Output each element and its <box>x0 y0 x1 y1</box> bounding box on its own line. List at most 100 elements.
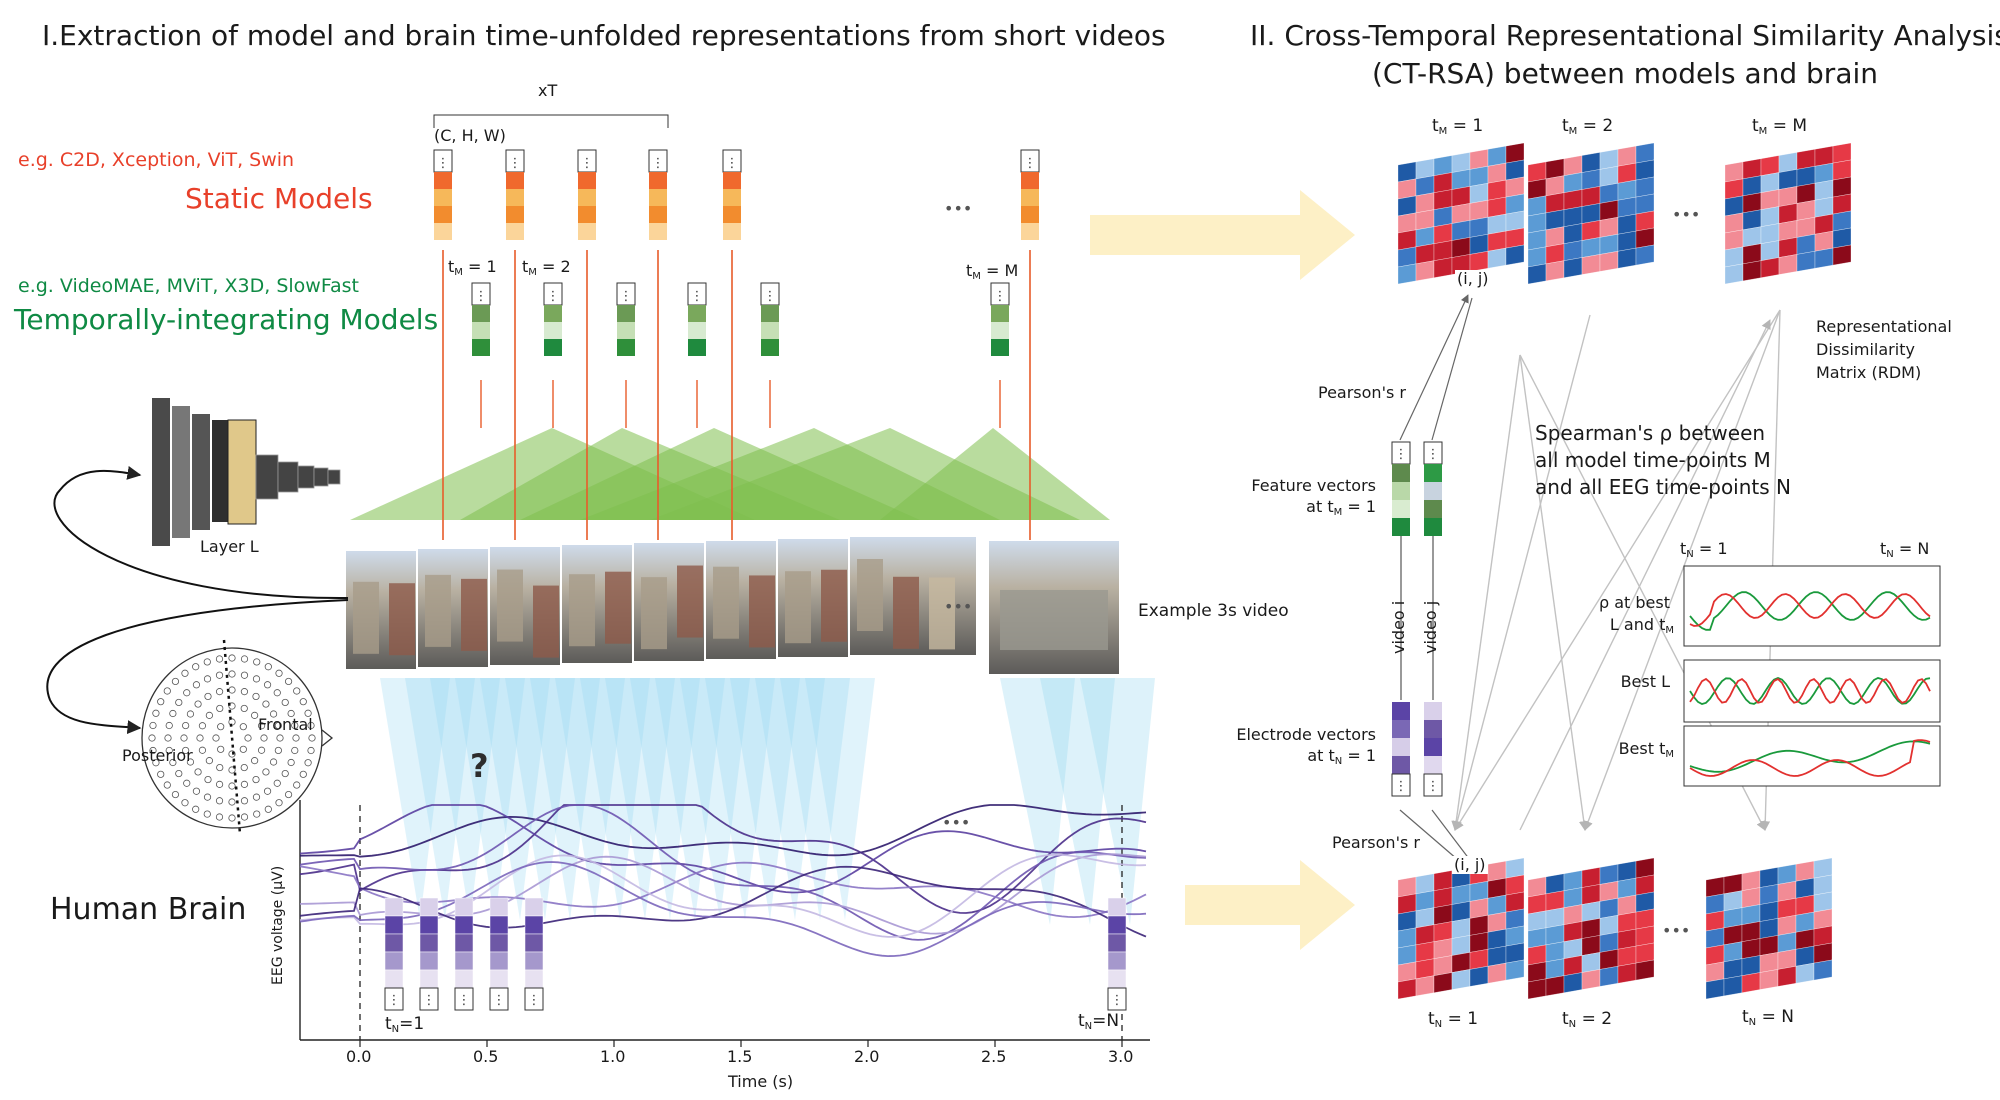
electrode-dot <box>182 721 190 730</box>
rdm-cell <box>1563 904 1583 925</box>
rdm-cell <box>1487 928 1507 950</box>
rdm-bottom-label-n: tN = N <box>1742 1007 1794 1028</box>
electrode-dot <box>216 763 224 772</box>
electrode-dot <box>240 671 249 679</box>
rdm-cell <box>1527 893 1547 915</box>
rdm-cell <box>1760 240 1780 261</box>
pearson-label-bottom: Pearson's r <box>1332 833 1420 852</box>
stack-cell <box>688 322 706 339</box>
rdm-cell <box>1777 949 1797 970</box>
rdm-cell <box>1795 911 1815 933</box>
rdm-cell <box>1742 209 1762 231</box>
rdm-cell <box>1742 158 1762 180</box>
human-brain-title: Human Brain <box>50 892 247 927</box>
rdm-cell <box>1599 183 1619 204</box>
rdm-cell <box>1760 257 1780 278</box>
rdm-cell <box>1433 172 1453 193</box>
rdm-cell <box>1742 175 1762 197</box>
rdm-cell <box>1527 927 1547 949</box>
electrode-dot <box>169 709 177 718</box>
small-layer <box>255 454 279 500</box>
ev-cell <box>1392 738 1410 756</box>
electrode-dot <box>228 814 236 822</box>
rdm-cell <box>1813 874 1833 896</box>
rdm-cell <box>1545 873 1565 895</box>
eeg-stack-dots: ⋮ <box>423 993 436 1008</box>
rdm-cell <box>1617 962 1637 984</box>
eeg-x-tick-label: 2.5 <box>981 1047 1007 1066</box>
video-to-brain-arrow <box>46 599 349 735</box>
stack-cell <box>1021 189 1039 206</box>
eeg-waveform <box>299 861 1147 958</box>
ev-cell <box>1424 702 1442 720</box>
rdm-cell <box>1415 975 1435 997</box>
electrode-dot <box>304 709 312 717</box>
eeg-stack-ellipsis-cell <box>1107 987 1127 1011</box>
frame-building <box>533 585 559 658</box>
rdm-cell <box>1832 244 1852 266</box>
brace-bracket <box>433 114 669 128</box>
rdm-cell <box>1505 244 1525 266</box>
stack-cell <box>617 339 635 356</box>
rdm-cell <box>1599 251 1619 272</box>
video-j-label: video j <box>1421 600 1440 654</box>
rsa-feature-vector: ⋮ <box>1391 441 1411 536</box>
rdm-cell <box>1487 911 1507 933</box>
rdm-cell <box>1505 142 1525 164</box>
electrode-dot <box>293 781 301 789</box>
electrode-dot <box>171 790 180 799</box>
rdm-cell <box>1723 975 1743 997</box>
eeg-projection-wedge <box>505 678 575 920</box>
stack-cell <box>723 189 741 206</box>
rdm-bottom-label-1: tN = 1 <box>1428 1009 1479 1030</box>
eeg-stack-cell <box>384 915 404 935</box>
rdm-cell <box>1724 246 1744 268</box>
frame-building <box>497 569 523 642</box>
rdm-cell <box>1397 229 1417 251</box>
electrode-dot <box>175 698 183 707</box>
stack-cell <box>506 223 524 240</box>
small-layer <box>313 467 329 487</box>
rdm-cell <box>1742 192 1762 214</box>
rdm-cell <box>1813 857 1833 879</box>
rdm-cell <box>1832 193 1852 215</box>
eeg-x-tick-label: 1.0 <box>600 1047 626 1066</box>
spearman-link-arrow <box>1583 309 1781 831</box>
eeg-stack-cell <box>524 951 544 971</box>
eeg-stack-dots: ⋮ <box>528 993 541 1008</box>
ev-dots: ⋮ <box>1427 779 1440 794</box>
rdm-cell <box>1617 179 1637 201</box>
electrode-dot <box>275 669 283 677</box>
rdm-cell <box>1813 959 1833 981</box>
rdm-cell <box>1599 949 1619 970</box>
rdm-cell <box>1433 887 1453 908</box>
spearman-line1: Spearman's ρ between <box>1535 421 1766 445</box>
electrode-dot <box>291 746 299 755</box>
model-ellipsis: ••• <box>944 199 973 218</box>
electrode-dot <box>228 782 236 790</box>
rdm-cell <box>1469 166 1489 187</box>
rdm-cell <box>1814 162 1834 184</box>
electrode-dot <box>183 689 191 697</box>
rdm-cell <box>1505 159 1525 181</box>
rdm-cell <box>1635 227 1655 249</box>
electrode-dot <box>149 746 157 755</box>
stack-cell <box>723 206 741 223</box>
rdm-cell <box>1635 942 1655 964</box>
stack-cell <box>434 172 452 189</box>
rdm-cell <box>1777 864 1797 885</box>
temporal-model-feature-stack: ⋮ <box>616 282 636 356</box>
eeg-projection-wedge <box>680 678 750 920</box>
static-model-feature-stack: ⋮ <box>505 149 525 240</box>
static-model-feature-stack: ⋮ <box>722 149 742 240</box>
eeg-stack-cell <box>524 915 544 935</box>
electrode-dot <box>260 734 268 742</box>
rsa-feature-vector: ⋮ <box>1423 441 1443 536</box>
electrode-dot <box>157 770 165 778</box>
rdm-cell <box>1451 952 1471 973</box>
eeg-projection-wedge <box>755 678 825 920</box>
rdm-bottom-label-2: tN = 2 <box>1562 1009 1613 1030</box>
electrode-dot <box>269 758 278 766</box>
rdm-cell <box>1617 196 1637 218</box>
